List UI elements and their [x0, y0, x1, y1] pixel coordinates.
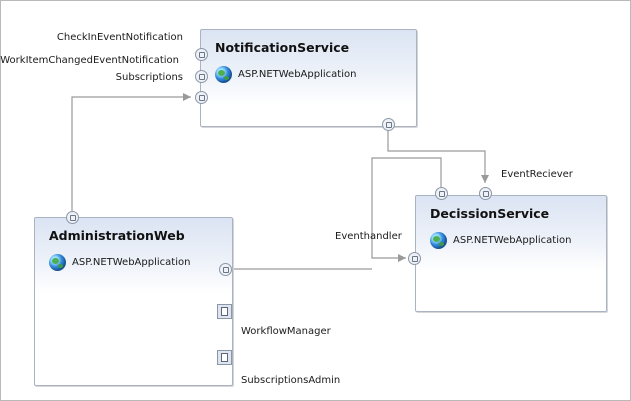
decission-service-type-label: ASP.NETWebApplication — [453, 235, 572, 246]
administration-web-type-label: ASP.NETWebApplication — [72, 257, 191, 268]
web-application-globe-icon — [49, 254, 66, 271]
administration-top-port-icon[interactable] — [66, 211, 79, 224]
decission-service-type: ASP.NETWebApplication — [430, 232, 571, 249]
subscriptions-port-icon[interactable] — [195, 91, 208, 104]
web-application-globe-icon — [215, 66, 232, 83]
administration-web-box[interactable]: AdministrationWeb ASP.NETWebApplication — [34, 217, 233, 386]
notification-service-title: NotificationService — [215, 40, 350, 55]
checkin-port-icon[interactable] — [195, 48, 208, 61]
label-event-reciever: EventReciever — [501, 169, 573, 180]
administration-web-title: AdministrationWeb — [49, 228, 185, 243]
label-subscriptions-admin: SubscriptionsAdmin — [241, 375, 341, 386]
notification-service-type: ASP.NETWebApplication — [215, 66, 356, 83]
administration-right-port-icon[interactable] — [219, 263, 232, 276]
event-handler-port-icon[interactable] — [408, 252, 421, 265]
connector-administration-to-subscriptions[interactable] — [71, 93, 191, 211]
workitem-port-icon[interactable] — [195, 70, 208, 83]
label-subscriptions: Subscriptions — [115, 72, 183, 83]
connector-eventhandler-loop[interactable] — [371, 157, 442, 262]
connector-notification-to-eventreciever[interactable] — [387, 131, 489, 183]
event-reciever-port-icon[interactable] — [479, 187, 492, 200]
label-workflow-manager: WorkflowManager — [241, 326, 331, 337]
label-checkin: CheckInEventNotification — [56, 32, 183, 43]
workflow-manager-port-icon[interactable] — [217, 304, 232, 319]
web-application-globe-icon — [430, 232, 447, 249]
decission-service-box[interactable]: DecissionService ASP.NETWebApplication — [415, 195, 607, 312]
notification-service-type-label: ASP.NETWebApplication — [238, 69, 357, 80]
decission-port-a-icon[interactable] — [435, 187, 448, 200]
label-event-handler: Eventhandler — [335, 231, 402, 242]
decission-service-title: DecissionService — [430, 206, 550, 221]
label-workitem: WorkItemChangedEventNotification — [0, 55, 179, 66]
administration-web-type: ASP.NETWebApplication — [49, 254, 190, 271]
subscriptions-admin-port-icon[interactable] — [217, 350, 232, 365]
notification-service-box[interactable]: NotificationService ASP.NETWebApplicatio… — [200, 29, 417, 127]
notification-out-port-icon[interactable] — [382, 118, 395, 131]
